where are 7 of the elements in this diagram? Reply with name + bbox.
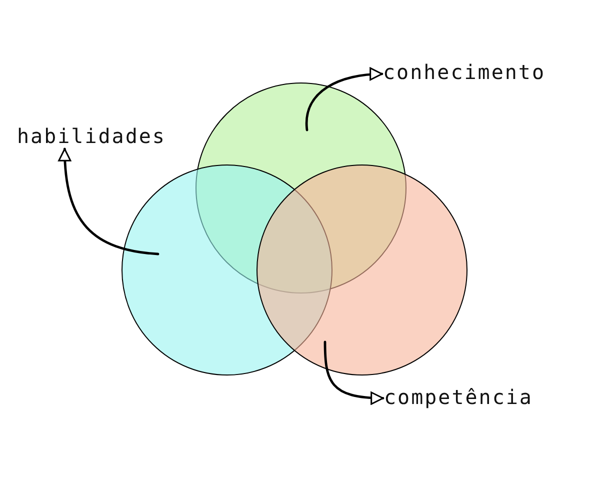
- leader-arrow: [305, 68, 384, 132]
- venn-label: habilidades: [17, 124, 166, 148]
- leader-arrow: [324, 340, 384, 404]
- leader-arrow: [58, 148, 160, 256]
- venn-label: conhecimento: [383, 60, 546, 84]
- venn-label: competência: [384, 385, 533, 409]
- venn-circle: [256, 164, 468, 376]
